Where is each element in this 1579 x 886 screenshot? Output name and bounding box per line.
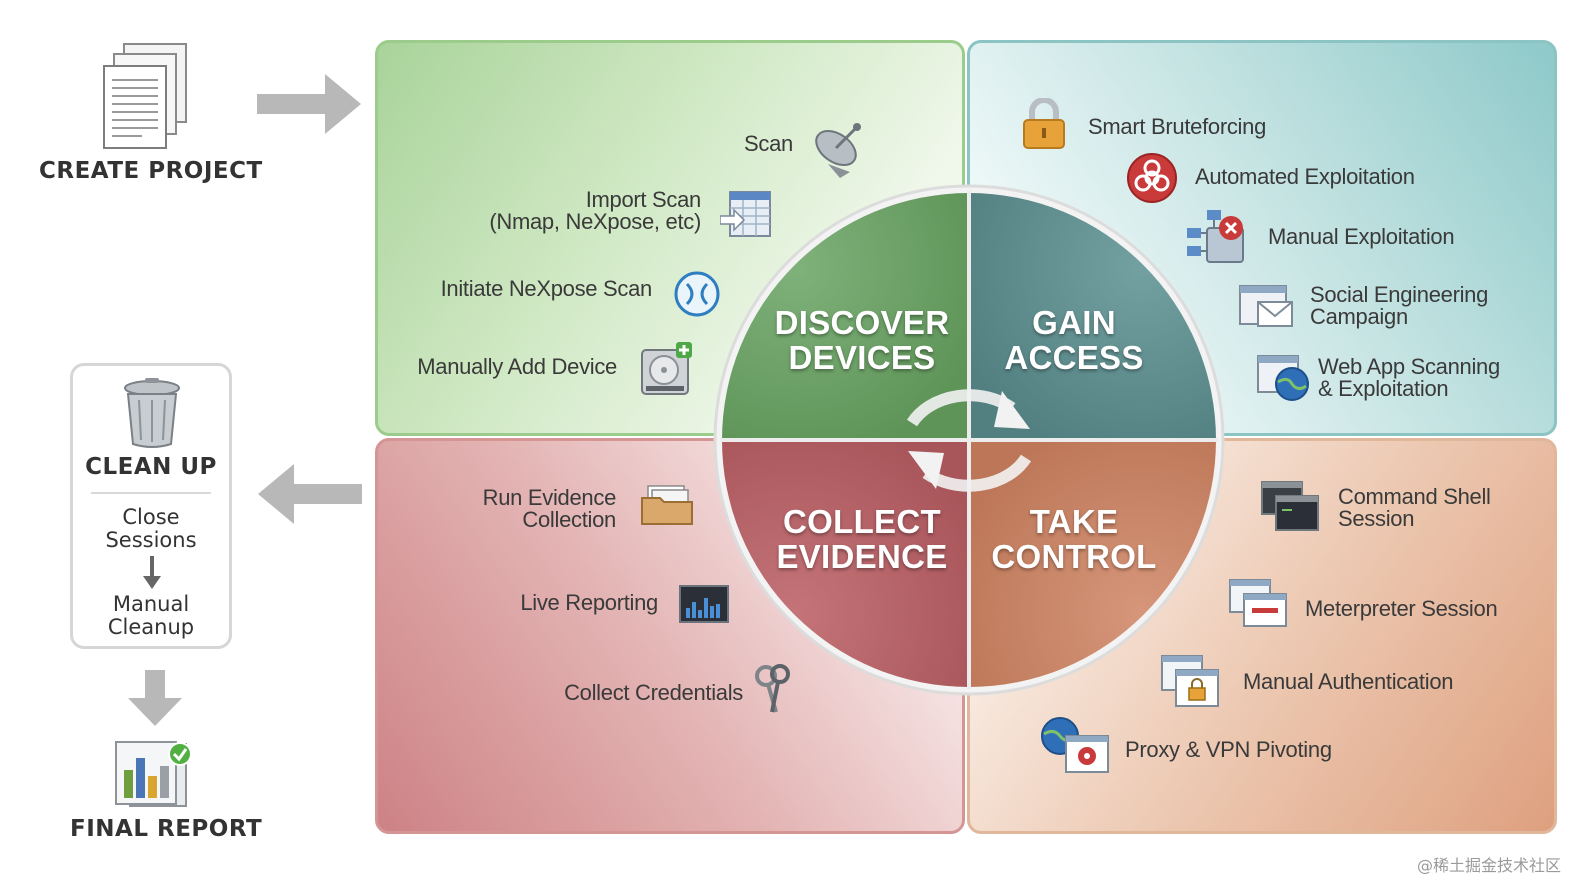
manual-exploitation-label[interactable]: Manual Exploitation bbox=[1268, 224, 1455, 249]
collect-evidence-title: COLLECT EVIDENCE bbox=[776, 503, 948, 575]
final-report-label: FINAL REPORT bbox=[70, 816, 263, 842]
run-evidence-collection-label[interactable]: Run Evidence Collection bbox=[482, 485, 617, 532]
discover-devices-title: DISCOVER DEVICES bbox=[774, 304, 950, 376]
meterpreter-session-label[interactable]: Meterpreter Session bbox=[1305, 596, 1498, 621]
manual-authentication-label[interactable]: Manual Authentication bbox=[1243, 669, 1454, 694]
take-control-title: TAKE CONTROL bbox=[991, 503, 1157, 575]
manual-cleanup-label: Manual Cleanup bbox=[107, 592, 195, 639]
cycle-wheel bbox=[712, 183, 1226, 702]
divider bbox=[91, 492, 211, 494]
close-sessions-label: Close Sessions bbox=[105, 505, 197, 552]
scan-label[interactable]: Scan bbox=[744, 131, 793, 156]
satellite-dish-icon[interactable] bbox=[810, 120, 868, 187]
keys-icon[interactable] bbox=[752, 664, 794, 721]
email-window-icon[interactable] bbox=[1238, 284, 1294, 333]
clean-up-box: CLEAN UP Close Sessions Manual Cleanup bbox=[70, 363, 232, 649]
session-windows-icon[interactable] bbox=[1228, 578, 1288, 633]
network-exploit-icon[interactable] bbox=[1185, 206, 1249, 271]
live-reporting-label[interactable]: Live Reporting bbox=[520, 590, 658, 615]
automated-exploitation-label[interactable]: Automated Exploitation bbox=[1195, 164, 1415, 189]
create-project-label: CREATE PROJECT bbox=[39, 158, 263, 184]
manually-add-device-label[interactable]: Manually Add Device bbox=[417, 354, 617, 379]
terminal-windows-icon[interactable] bbox=[1260, 480, 1320, 537]
lock-window-icon[interactable] bbox=[1160, 654, 1220, 713]
trash-can-icon bbox=[123, 378, 181, 455]
arrow-left-icon bbox=[256, 462, 366, 531]
arrow-down-icon bbox=[126, 668, 184, 733]
folder-icon[interactable] bbox=[640, 484, 694, 531]
nexpose-logo-icon[interactable] bbox=[673, 270, 721, 323]
gain-access-title: GAIN ACCESS bbox=[1004, 304, 1144, 376]
biohazard-icon[interactable] bbox=[1126, 152, 1178, 209]
watermark: @稀土掘金技术社区 bbox=[1416, 856, 1561, 875]
web-app-scanning-label[interactable]: Web App Scanning & Exploitation bbox=[1318, 354, 1500, 401]
arrow-down-icon bbox=[142, 556, 162, 595]
initiate-nexpose-scan-label[interactable]: Initiate NeXpose Scan bbox=[440, 276, 653, 301]
smart-bruteforcing-label[interactable]: Smart Bruteforcing bbox=[1088, 114, 1267, 139]
padlock-icon[interactable] bbox=[1020, 97, 1068, 155]
bar-chart-window-icon[interactable] bbox=[678, 584, 730, 629]
report-chart-icon bbox=[112, 740, 194, 813]
clean-up-title: CLEAN UP bbox=[85, 454, 217, 480]
import-table-icon[interactable] bbox=[719, 188, 774, 245]
globe-window-icon[interactable] bbox=[1256, 352, 1310, 407]
command-shell-session-label[interactable]: Command Shell Session bbox=[1338, 484, 1491, 531]
social-engineering-label[interactable]: Social Engineering Campaign bbox=[1310, 282, 1489, 329]
proxy-vpn-pivoting-label[interactable]: Proxy & VPN Pivoting bbox=[1125, 737, 1332, 762]
arrow-right-icon bbox=[255, 72, 365, 141]
import-scan-label[interactable]: Import Scan (Nmap, NeXpose, etc) bbox=[489, 187, 701, 234]
documents-icon bbox=[102, 42, 192, 155]
hard-drive-add-icon[interactable] bbox=[640, 342, 694, 403]
collect-credentials-label[interactable]: Collect Credentials bbox=[564, 680, 743, 705]
globe-pivot-icon[interactable] bbox=[1040, 716, 1110, 779]
